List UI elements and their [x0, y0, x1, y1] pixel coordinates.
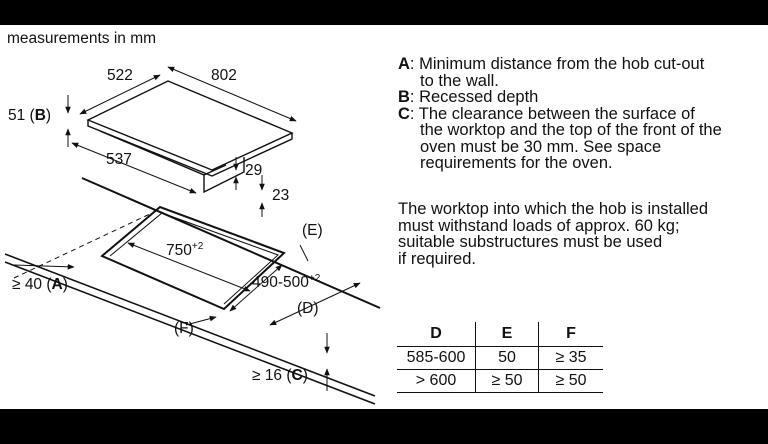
- table-row: > 600 ≥ 50 ≥ 50: [397, 369, 603, 393]
- dashed-guide-1: [13, 212, 153, 279]
- dim-D-line: [269, 282, 361, 326]
- dim-F-leader: [185, 315, 217, 326]
- note-line-1: The worktop into which the hob is instal…: [398, 200, 709, 218]
- dim-label-oven-gap: ≥ 16 (C): [252, 367, 308, 384]
- dim-40-line: [13, 263, 75, 270]
- dim-537-line: [71, 142, 197, 194]
- dim-label-750: 750+2: [166, 241, 204, 259]
- table-header-row: D E F: [397, 322, 603, 347]
- label-D: (D): [297, 300, 319, 317]
- legend-item-a: A: Minimum distance from the hob cut-out…: [398, 55, 705, 90]
- hob-bottom-box-inner: [203, 164, 227, 176]
- legend-item-c: C: The clearance between the surface of …: [398, 104, 722, 172]
- cutout-outline: [100, 205, 286, 311]
- header-F: F: [538, 322, 603, 347]
- dim-label-wall-gap: ≥ 40 (A): [12, 276, 68, 293]
- worktop-front-edge-bottom: [4, 261, 376, 405]
- legend: A: Minimum distance from the hob cut-out…: [398, 56, 758, 172]
- table-cell: 585-600: [397, 346, 476, 370]
- installation-drawing: [4, 66, 381, 405]
- dim-label-537: 537: [106, 151, 132, 168]
- units-caption: measurements in mm: [7, 30, 157, 47]
- dim-label-51: 51 (B): [8, 107, 52, 124]
- diagram-panel: measurements in mm 522 802 51 (B) 537 29…: [0, 25, 768, 409]
- hob-front-edge: [87, 120, 293, 177]
- note-line-2: must withstand loads of approx. 60 kg;: [398, 216, 680, 235]
- dim-802-line: [167, 66, 297, 122]
- worktop-back-edge: [81, 177, 381, 309]
- table-cell: ≥ 50: [475, 369, 539, 393]
- dim-label-802: 802: [211, 67, 237, 84]
- lower-dimension-lines: [13, 242, 361, 391]
- dim-label-522: 522: [107, 67, 133, 84]
- header-D: D: [430, 325, 442, 342]
- upper-dimension-lines: [65, 66, 297, 217]
- note-line-4: if required.: [398, 249, 476, 268]
- table-cell: ≥ 50: [538, 369, 603, 393]
- table-row: 585-600 50 ≥ 35: [397, 346, 603, 370]
- table-cell: ≥ 35: [538, 346, 603, 370]
- table-cell: 50: [475, 346, 539, 370]
- dim-label-490-500: 490-500+2: [252, 273, 321, 291]
- label-E: (E): [302, 222, 323, 239]
- table-cell: > 600: [397, 369, 476, 393]
- dim-E-leader: [299, 244, 309, 262]
- dim-label-29: 29: [245, 162, 263, 179]
- clearance-table: D E F 585-600 50 ≥ 35 > 600 ≥ 50 ≥ 50: [397, 322, 603, 393]
- dim-490-line: [229, 264, 283, 312]
- note-line-3: suitable substructures must be used: [398, 233, 663, 251]
- worktop-note: The worktop into which the hob is instal…: [398, 201, 758, 267]
- legend-item-b: B: Recessed depth: [398, 88, 539, 106]
- worktop-front-edge-top: [4, 253, 376, 397]
- dim-label-23: 23: [272, 187, 290, 204]
- dim-522-line: [79, 74, 161, 115]
- label-F: (F): [174, 320, 194, 337]
- header-E: E: [475, 322, 539, 347]
